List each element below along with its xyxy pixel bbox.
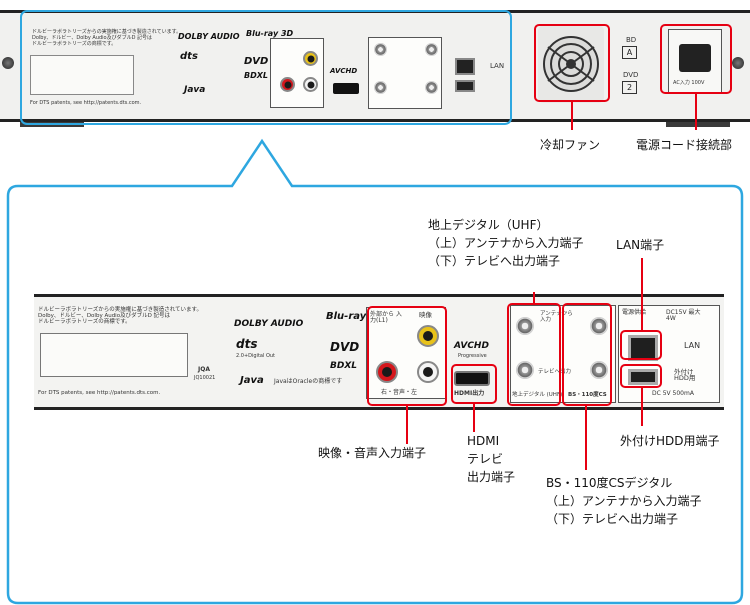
hdmi-port-mini <box>333 83 359 94</box>
dts-sub: 2.0+Digital Out <box>236 353 276 359</box>
rca-video-jack <box>417 325 439 347</box>
avchd-sub: Progressive <box>458 353 487 359</box>
fan-caption: 冷却ファン <box>540 138 601 152</box>
jqa-mark: JQA <box>198 366 210 373</box>
dolby-logo-mini: DOLBY AUDIO <box>178 32 240 41</box>
label-area-mini <box>30 55 134 95</box>
dts-logo-mini: dts <box>180 51 198 62</box>
power-caption: 電源コード接続部 <box>636 138 733 152</box>
notice-text-mini: ドルビーラボラトリーズからの実施権に基づき製造されています。 Dolby、ドルビ… <box>32 29 182 47</box>
av-input-panel: 外部から 入力(L1) 映像 右・音声・左 <box>366 307 446 399</box>
dvd-label: DVD <box>623 71 639 79</box>
terrestrial-label: 地上デジタル (UHF) <box>512 392 563 398</box>
video-label: 映像 <box>419 311 432 319</box>
bs-tv-out <box>590 361 608 379</box>
device-rear-panel-overview: ドルビーラボラトリーズからの実施権に基づき製造されています。 Dolby、ドルビ… <box>0 10 750 122</box>
java-logo-mini: Java <box>184 85 206 95</box>
lan-label: LAN <box>684 341 701 350</box>
rca-white-icon <box>303 77 318 92</box>
avchd-logo-mini: AVCHD <box>330 67 358 75</box>
coax-terminal-icon <box>425 81 438 94</box>
bs-callout-box <box>562 303 612 406</box>
bdxl-logo-mini: BDXL <box>244 71 269 80</box>
rca-red-icon <box>280 77 295 92</box>
bluray-logo: Blu-ray 3D <box>326 311 385 322</box>
av-input-callout-box <box>367 306 447 406</box>
rca-audio-left-jack <box>417 361 439 383</box>
device-foot <box>666 122 730 127</box>
bluray-logo-mini: Blu-ray 3D <box>246 29 294 38</box>
hdd-leader-line <box>641 388 643 426</box>
hdmi-label: HDMI出力 <box>454 390 485 397</box>
fan-icon <box>543 36 599 92</box>
terrestrial-leader-line <box>533 292 535 304</box>
power-leader-line <box>695 94 697 130</box>
fan-callout-box <box>534 24 610 102</box>
usb-hdd-port <box>628 369 658 385</box>
hdd-caption: 外付けHDD用端子 <box>620 434 720 448</box>
dts-logo: dts <box>236 337 258 351</box>
hdmi-caption: HDMI テレビ 出力端子 <box>467 434 516 484</box>
power-inlet: AC入力 100V <box>668 29 722 93</box>
ext-hdd-label: 外付け HDD用 <box>674 368 696 382</box>
label-area <box>40 333 188 377</box>
cooling-fan <box>538 25 604 103</box>
lan-caption: LAN端子 <box>616 238 665 252</box>
dts-patents-mini: For DTS patents, see http://patents.dts.… <box>30 100 142 106</box>
java-logo: Java <box>240 375 264 386</box>
hdmi-callout-box <box>451 364 497 404</box>
rca-yellow-icon <box>303 51 318 66</box>
java-note: JavaはOracleの商標です <box>274 378 343 385</box>
audio-lr-label: 右・音声・左 <box>381 389 418 396</box>
screw-icon <box>2 57 14 69</box>
rca-audio-right-jack <box>376 361 398 383</box>
power-feed-label: 電源供給 <box>622 309 647 316</box>
terrestrial-caption: 地上デジタル（UHF） （上）アンテナから入力端子 （下）テレビへ出力端子 <box>428 218 584 268</box>
bd-label: BD <box>626 36 637 44</box>
av-input-caption: 映像・音声入力端子 <box>318 446 427 460</box>
notice-text: ドルビーラボラトリーズからの実施権に基づき製造されています。 Dolby、ドルビ… <box>38 307 203 325</box>
dvd-logo: DVD <box>330 340 360 354</box>
dolby-logo: DOLBY AUDIO <box>234 319 304 329</box>
fan-leader-line <box>571 102 573 130</box>
usb-port-mini <box>455 80 475 92</box>
coax-terminal-icon <box>425 43 438 56</box>
dc15v-label: DC15V 最大4W <box>666 309 701 322</box>
bs-leader-line <box>585 406 587 470</box>
bs-label: BS・110度CS <box>568 392 607 398</box>
screw-icon <box>732 57 744 69</box>
zoom-source-frame <box>20 10 512 125</box>
dc5v-label: DC 5V 500mA <box>652 390 694 397</box>
hdmi-leader-line <box>473 404 475 432</box>
power-callout-box <box>660 24 732 94</box>
dvd-badge: 2 <box>622 81 637 94</box>
lan-callout-box <box>620 330 662 360</box>
terrestrial-antenna-in <box>516 317 534 335</box>
lan-port-mini <box>455 58 475 75</box>
power-socket-icon <box>679 44 711 72</box>
tv-out-label: テレビへ出力 <box>538 369 572 375</box>
ac-input-label: AC入力 100V <box>673 80 705 86</box>
hdmi-port <box>454 371 490 386</box>
lan-leader-line <box>641 258 643 331</box>
antenna-in-label: アンテナから 入力 <box>540 311 573 323</box>
bs-antenna-in <box>590 317 608 335</box>
av-leader-line <box>406 406 408 444</box>
bs-caption: BS・110度CSデジタル （上）アンテナから入力端子 （下）テレビへ出力端子 <box>546 476 702 526</box>
ext-input-label: 外部から 入力(L1) <box>370 311 402 324</box>
hdd-callout-box <box>620 364 662 388</box>
avchd-logo: AVCHD <box>454 341 489 351</box>
lan-label-mini: LAN <box>490 62 505 70</box>
dvd-logo-mini: DVD <box>244 56 269 67</box>
terrestrial-tv-out <box>516 361 534 379</box>
coax-terminal-icon <box>374 81 387 94</box>
bd-badge: A <box>622 46 637 59</box>
av-input-panel-mini <box>270 38 324 108</box>
terrestrial-callout-box <box>507 303 561 406</box>
coax-terminal-icon <box>374 43 387 56</box>
jq-code: JQ10021 <box>194 375 216 381</box>
bdxl-logo: BDXL <box>330 361 358 371</box>
dts-patents: For DTS patents, see http://patents.dts.… <box>38 390 161 396</box>
